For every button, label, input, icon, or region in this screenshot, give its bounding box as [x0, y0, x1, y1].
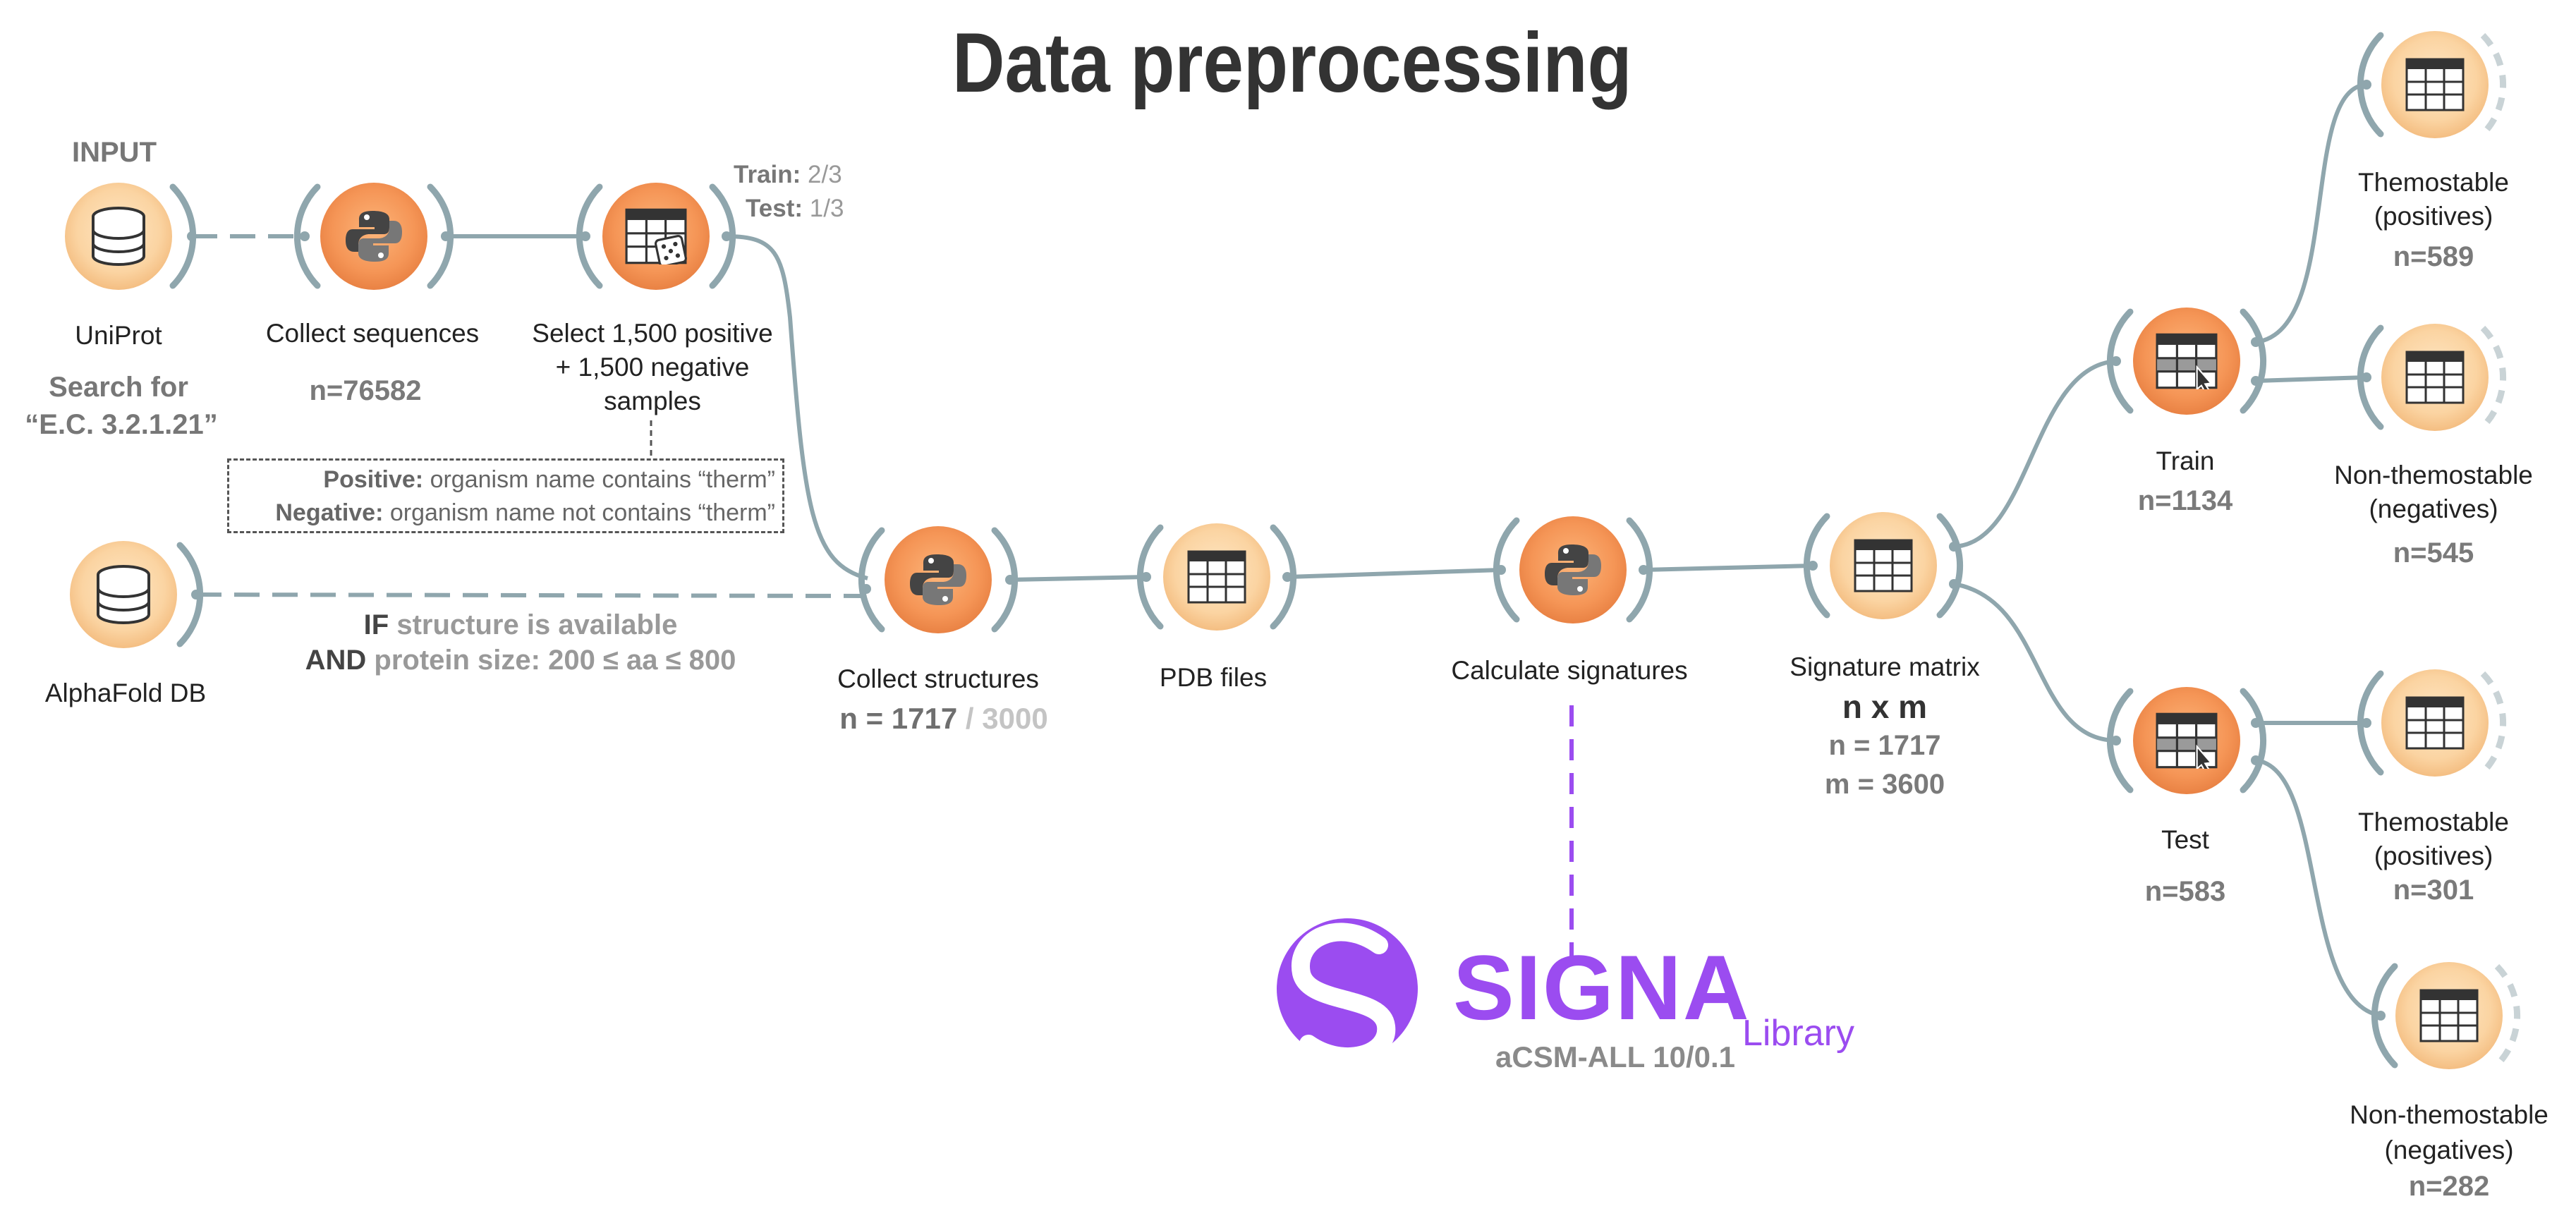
- collect-sequences-count: n=76582: [309, 375, 422, 406]
- page-title: Data preprocessing: [952, 16, 1632, 110]
- node-test-negatives[interactable]: [2371, 962, 2521, 1069]
- table-icon: [2405, 351, 2465, 404]
- uniprot-search-line2: “E.C. 3.2.1.21”: [25, 409, 218, 440]
- connectors: [192, 83, 2381, 1018]
- database-icon: [97, 565, 150, 624]
- connector-test-neg: [2255, 758, 2381, 1018]
- table-dice-icon: [625, 208, 687, 264]
- selection-rule-box: Positive: organism name contains “therm”…: [227, 458, 784, 533]
- signa-wordmark: SIGNA: [1453, 936, 1751, 1039]
- select-samples-label-3: samples: [604, 387, 701, 415]
- train-ratio: Train: 2/3: [734, 161, 842, 188]
- connector-alphafold-structures: [195, 592, 867, 598]
- train-negatives-label-1: Non-themostable: [2334, 461, 2533, 489]
- condition-and: AND protein size: 200 ≤ aa ≤ 800: [305, 645, 736, 676]
- train-positives-count: n=589: [2393, 241, 2474, 272]
- table-icon: [1854, 539, 1913, 592]
- node-collect-structures[interactable]: [858, 526, 1019, 633]
- node-pdb-files[interactable]: [1136, 523, 1297, 631]
- uniprot-label: UniProt: [75, 321, 162, 350]
- test-positives-count: n=301: [2393, 875, 2474, 906]
- collect-structures-count: n = 1717 / 3000: [839, 702, 1048, 735]
- alphafold-label: AlphaFold DB: [44, 679, 207, 707]
- table-icon: [2405, 58, 2465, 111]
- positive-rule: Positive: organism name contains “therm”: [323, 466, 775, 493]
- negative-rule: Negative: organism name not contains “th…: [275, 499, 775, 526]
- table-icon: [2419, 989, 2479, 1042]
- node-train[interactable]: [2106, 308, 2267, 415]
- train-count: n=1134: [2137, 485, 2233, 516]
- signa-logo-icon: [1277, 918, 1418, 1066]
- node-test[interactable]: [2106, 687, 2267, 794]
- test-positives-label-1: Themostable: [2358, 808, 2509, 836]
- select-samples-label-2: + 1,500 negative: [555, 353, 750, 382]
- node-alphafold[interactable]: [70, 541, 204, 648]
- signa-method-label: aCSM-ALL 10/0.1: [1495, 1040, 1735, 1073]
- test-negatives-label-1: Non-themostable: [2350, 1100, 2548, 1129]
- connector-structures-pdb: [1009, 575, 1147, 582]
- signature-matrix-m: m = 3600: [1824, 769, 1945, 800]
- connector-select-structures: [726, 234, 868, 580]
- pdb-files-label: PDB files: [1159, 663, 1268, 692]
- signature-matrix-label: Signature matrix: [1790, 652, 1980, 681]
- test-negatives-label-2: (negatives): [2384, 1136, 2514, 1164]
- calculate-signatures-label: Calculate signatures: [1451, 656, 1688, 685]
- signature-matrix-n: n = 1717: [1828, 730, 1941, 761]
- train-negatives-count: n=545: [2393, 537, 2474, 568]
- node-uniprot[interactable]: [65, 183, 197, 290]
- table-icon: [2405, 696, 2465, 750]
- node-train-positives[interactable]: [2357, 31, 2507, 138]
- condition-if: IF structure is available: [363, 609, 678, 640]
- node-signature-matrix[interactable]: [1803, 512, 1964, 619]
- connector-pdb-signatures: [1287, 568, 1502, 579]
- connector-train-pos: [2255, 83, 2367, 344]
- select-samples-label-1: Select 1,500 positive: [532, 319, 773, 348]
- input-label: INPUT: [72, 137, 157, 168]
- test-ratio: Test: 1/3: [746, 195, 844, 222]
- signature-matrix-dims: n x m: [1842, 688, 1928, 725]
- collect-sequences-label: Collect sequences: [265, 319, 480, 348]
- table-select-icon: [2156, 712, 2218, 769]
- test-negatives-count: n=282: [2408, 1171, 2490, 1202]
- connector-matrix-test: [1953, 582, 2117, 743]
- table-icon: [1187, 550, 1246, 604]
- signa-library-label: Library: [1742, 1013, 1854, 1054]
- connector-train-neg: [2255, 375, 2367, 383]
- train-positives-label-1: Themostable: [2358, 168, 2509, 197]
- rule-leader-line: [650, 420, 652, 460]
- node-train-negatives[interactable]: [2357, 324, 2507, 431]
- train-positives-label-2: (positives): [2374, 202, 2493, 231]
- train-label: Train: [2156, 446, 2215, 475]
- test-count: n=583: [2144, 876, 2226, 907]
- node-select-samples[interactable]: [576, 183, 736, 290]
- test-positives-label-2: (positives): [2374, 841, 2493, 870]
- database-icon: [92, 207, 145, 266]
- node-test-positives[interactable]: [2357, 669, 2507, 777]
- node-calculate-signatures[interactable]: [1493, 516, 1653, 623]
- connector-matrix-train: [1953, 359, 2117, 549]
- node-collect-sequences[interactable]: [293, 183, 454, 290]
- table-select-icon: [2156, 333, 2218, 389]
- train-negatives-label-2: (negatives): [2369, 494, 2498, 523]
- collect-structures-label: Collect structures: [837, 664, 1039, 693]
- connector-signatures-matrix: [1643, 564, 1813, 572]
- test-label: Test: [2161, 825, 2209, 854]
- uniprot-search-line1: Search for: [49, 372, 188, 403]
